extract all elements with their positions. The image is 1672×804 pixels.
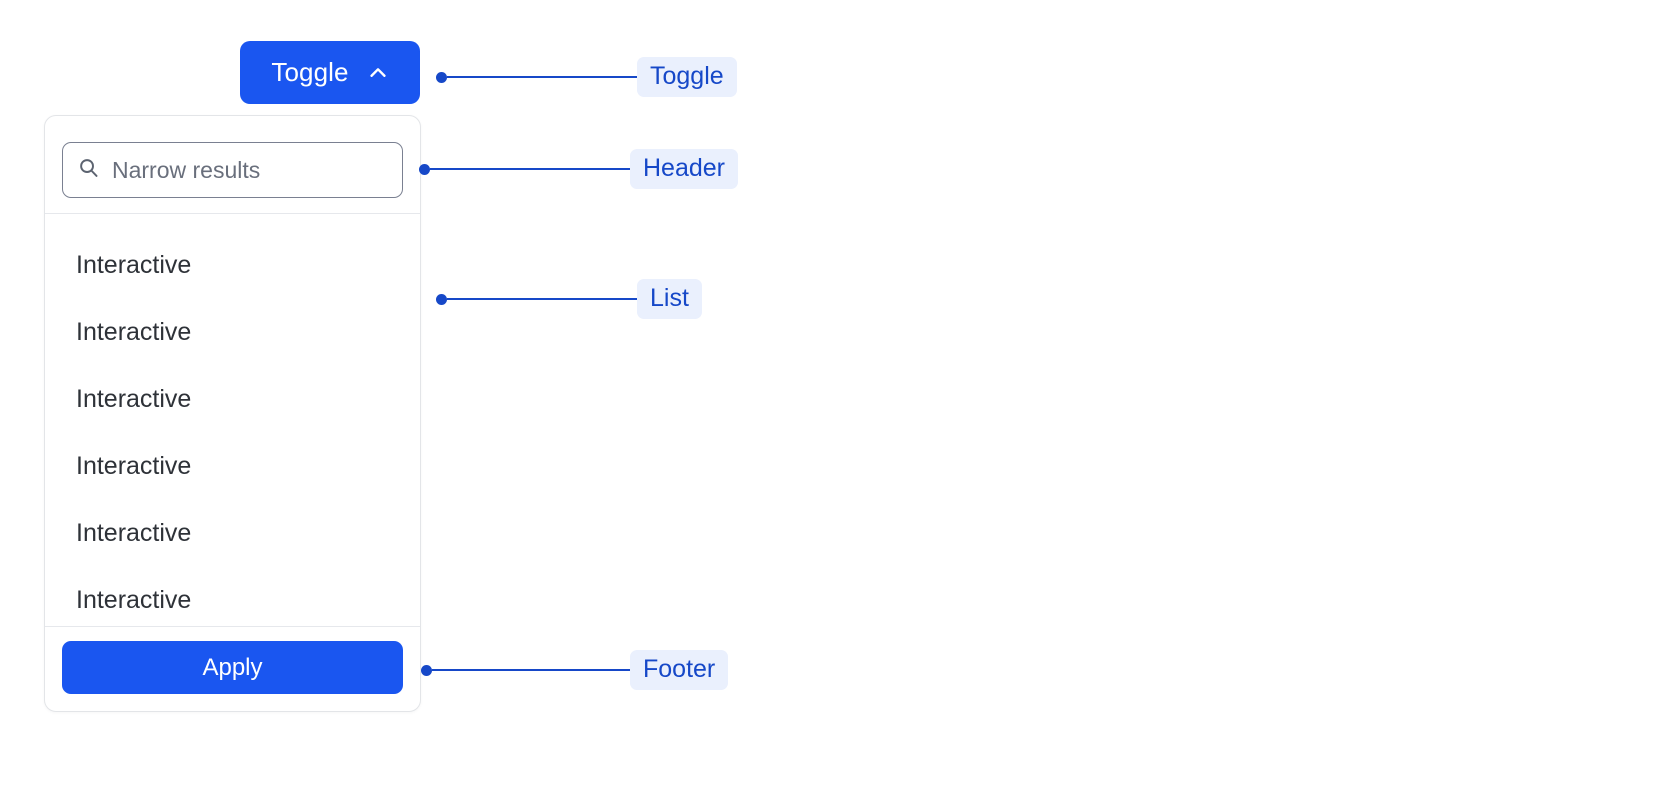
- dropdown-panel: Interactive Interactive Interactive Inte…: [44, 115, 421, 712]
- annotation-dot: [419, 163, 430, 175]
- list-item[interactable]: Interactive: [76, 318, 192, 346]
- annotation-dot: [436, 293, 447, 305]
- list-item[interactable]: Interactive: [76, 251, 192, 279]
- list-item[interactable]: Interactive: [76, 519, 192, 547]
- list-item[interactable]: Interactive: [76, 452, 192, 480]
- toggle-button[interactable]: Toggle: [240, 41, 420, 104]
- search-icon: [77, 156, 112, 184]
- search-field[interactable]: [62, 142, 403, 198]
- annotation-line: [432, 668, 630, 672]
- apply-button[interactable]: Apply: [62, 641, 403, 694]
- annotation-chip-toggle: Toggle: [637, 57, 737, 97]
- annotation-dot: [421, 664, 432, 676]
- annotation-chip-footer: Footer: [630, 650, 729, 690]
- list-item[interactable]: Interactive: [76, 385, 192, 413]
- toggle-button-label: Toggle: [271, 57, 349, 87]
- annotation-chip-list: List: [637, 279, 702, 319]
- panel-footer: Apply: [45, 626, 420, 711]
- annotation-chip-header: Header: [630, 149, 738, 189]
- search-input[interactable]: [112, 156, 402, 184]
- panel-header: [45, 116, 420, 214]
- chevron-up-icon: [367, 62, 389, 84]
- annotation-dot: [436, 71, 447, 83]
- annotation-line: [430, 167, 630, 171]
- list-item[interactable]: Interactive: [76, 586, 192, 614]
- annotation-line: [447, 75, 637, 79]
- annotation-line: [447, 297, 637, 301]
- panel-list: Interactive Interactive Interactive Inte…: [45, 214, 420, 634]
